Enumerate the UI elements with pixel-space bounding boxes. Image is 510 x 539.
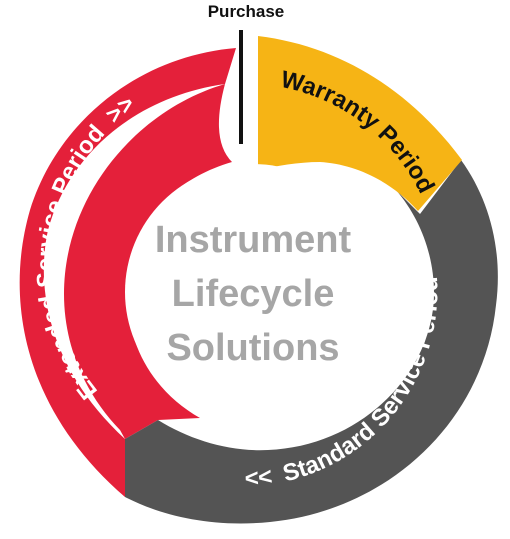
center-line-2: Lifecycle [172, 273, 335, 315]
warranty-arrow: >> [0, 0, 7, 6]
purchase-label: Purchase [208, 2, 285, 21]
extended-service-tail [19, 48, 237, 497]
center-line-1: Instrument [155, 219, 352, 261]
standard-arrow: << [244, 463, 274, 492]
center-line-3: Solutions [166, 327, 339, 369]
standard-service-segment [125, 160, 498, 524]
extended-service-segment [64, 84, 232, 439]
warranty-segment [258, 36, 462, 211]
center-disc [125, 164, 381, 420]
